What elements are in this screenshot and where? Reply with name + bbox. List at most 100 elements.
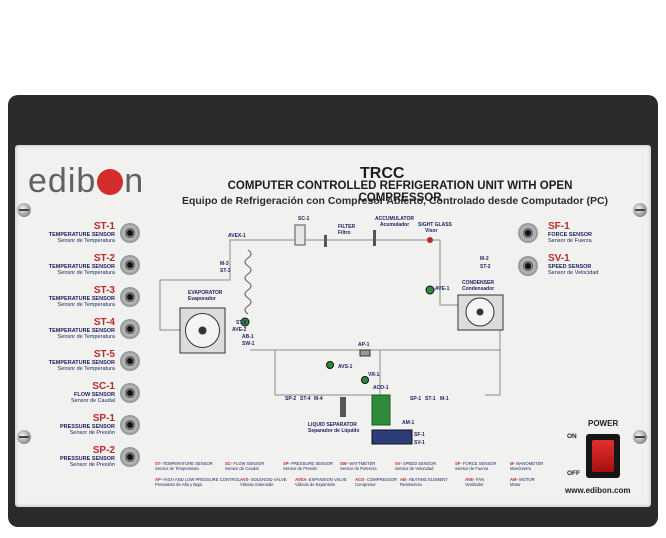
label-liquid-separator-es: Separador de Líquido xyxy=(308,428,359,434)
label-ab1: AB-1 xyxy=(242,334,254,340)
label-evaporator-es: Evaporador xyxy=(188,296,216,302)
liquid-separator-icon xyxy=(340,397,346,417)
label-sp2: SP-2 xyxy=(285,396,296,402)
website-url: www.edibon.com xyxy=(565,486,631,495)
pipe xyxy=(274,349,381,395)
refrigeration-schematic: AVEX-1 M-3 ST-3 SC-1 FILTER Filtro ACCUM… xyxy=(159,216,504,446)
label-vr1: VR-1 xyxy=(368,372,380,378)
label-st2: ST-2 xyxy=(480,264,491,270)
pipe xyxy=(485,305,501,396)
panel-screw xyxy=(17,203,31,217)
label-sc1: SC-1 xyxy=(298,216,310,222)
unit-title: TRCC xyxy=(360,165,405,182)
label-st4: ST-4 xyxy=(300,396,311,402)
sensor-label-st3: ST-3 TEMPERATURE SENSOR Sensor de Temper… xyxy=(48,285,115,309)
compressor-icon xyxy=(371,394,391,426)
label-sp1: SP-1 xyxy=(410,396,421,402)
connector-sc1[interactable] xyxy=(120,383,140,403)
unit-subtitle-es: Equipo de Refrigeración con Compresor Ab… xyxy=(181,195,609,207)
connector-sv1[interactable] xyxy=(518,256,538,276)
power-off-label: OFF xyxy=(567,470,580,477)
coil xyxy=(244,249,252,315)
label-sight-glass-es: Visor xyxy=(425,228,437,234)
panel-screw xyxy=(633,430,647,444)
unit-subtitle: COMPUTER CONTROLLED REFRIGERATION UNIT W… xyxy=(227,180,573,204)
label-ave2: AVE-2 xyxy=(232,327,247,333)
sensor-label-st4: ST-4 TEMPERATURE SENSOR Sensor de Temper… xyxy=(48,317,115,341)
label-avex1: AVEX-1 xyxy=(228,233,246,239)
sensor-label-sv1: SV-1 SPEED SENSOR Sensor de Velocidad xyxy=(548,253,599,277)
label-m1: M-1 xyxy=(440,396,449,402)
pressure-control-icon xyxy=(359,349,371,357)
sight-glass-icon xyxy=(427,237,433,243)
label-st3: ST-3 xyxy=(220,268,231,274)
label-ap1: AP-1 xyxy=(358,342,370,348)
label-accumulator-es: Acumulador xyxy=(380,222,409,228)
power-switch[interactable] xyxy=(586,434,620,478)
valve-icon xyxy=(326,361,334,369)
connector-sf1[interactable] xyxy=(518,223,538,243)
valve-icon xyxy=(361,376,369,384)
motor-icon xyxy=(371,429,413,445)
panel-screw xyxy=(633,203,647,217)
connector-sp1[interactable] xyxy=(120,415,140,435)
label-m4: M-4 xyxy=(314,396,323,402)
label-sf1: SF-1 xyxy=(414,432,425,438)
filter-icon xyxy=(324,235,327,247)
label-am1: AM-1 xyxy=(402,420,414,426)
fan-gauge-icon xyxy=(425,285,435,295)
pipe xyxy=(439,240,460,306)
label-avs1: AVS-1 xyxy=(338,364,353,370)
label-ave1: AVE-1 xyxy=(435,286,450,292)
sensor-label-sc1: SC-1 FLOW SENSOR Sensor de Caudal xyxy=(70,381,115,405)
label-m2: M-2 xyxy=(480,256,489,262)
panel-screw xyxy=(17,430,31,444)
connector-sp2[interactable] xyxy=(120,447,140,467)
label-sw1: SW-1 xyxy=(242,341,255,347)
connector-st5[interactable] xyxy=(120,351,140,371)
sensor-label-sp2: SP-2 PRESSURE SENSOR Sensor de Presión xyxy=(59,445,115,469)
label-st1: ST-1 xyxy=(425,396,436,402)
pipe xyxy=(160,239,440,281)
sensor-label-st1: ST-1 TEMPERATURE SENSOR Sensor de Temper… xyxy=(48,221,115,245)
fan-hub-icon xyxy=(198,326,207,335)
fan-gauge-icon xyxy=(240,317,250,327)
sensor-label-sp1: SP-1 PRESSURE SENSOR Sensor de Presión xyxy=(59,413,115,437)
connector-st1[interactable] xyxy=(120,223,140,243)
connector-st2[interactable] xyxy=(120,255,140,275)
power-on-label: ON xyxy=(567,433,577,440)
label-condenser: CONDENSER xyxy=(462,280,494,286)
flow-sensor-icon xyxy=(294,224,306,246)
pipe xyxy=(250,349,380,396)
sensor-label-sf1: SF-1 FORCE SENSOR Sensor de Fuerza xyxy=(548,221,593,245)
sensor-label-st5: ST-5 TEMPERATURE SENSOR Sensor de Temper… xyxy=(48,349,115,373)
label-filter: FILTER xyxy=(338,224,356,230)
power-label: POWER xyxy=(588,419,619,428)
accumulator-icon xyxy=(373,230,376,246)
label-filter-es: Filtro xyxy=(338,230,351,236)
fan-hub-icon xyxy=(476,308,484,316)
connector-st3[interactable] xyxy=(120,287,140,307)
label-m3: M-3 xyxy=(220,261,229,267)
power-switch-rocker[interactable] xyxy=(592,440,614,472)
label-condenser-es: Condensador xyxy=(462,286,494,292)
label-liquid-separator: LIQUID SEPARATOR xyxy=(308,422,357,428)
label-sv1: SV-1 xyxy=(414,440,425,446)
connector-st4[interactable] xyxy=(120,319,140,339)
